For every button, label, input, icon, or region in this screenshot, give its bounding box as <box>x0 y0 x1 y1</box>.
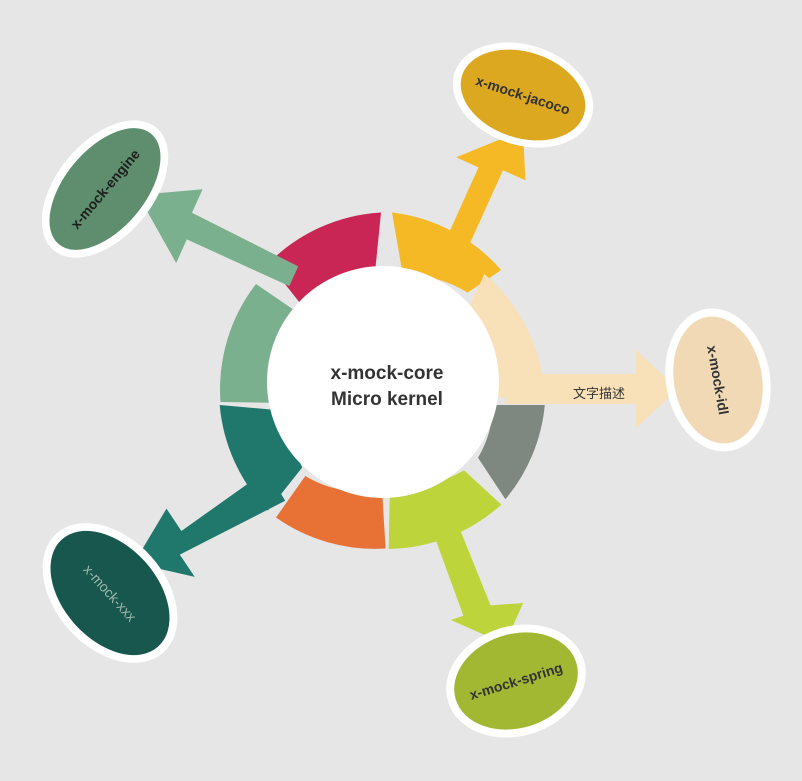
module-xxx-body <box>50 530 170 656</box>
module-idl-body <box>673 316 763 444</box>
core-circle <box>267 266 499 498</box>
arrow-to-idl <box>505 350 678 428</box>
arrow-to-xxx <box>134 470 286 577</box>
module-idl[interactable]: x-mock-idl <box>654 300 781 460</box>
arrow-to-jacoco <box>430 130 526 277</box>
arrow-to-engine <box>138 189 299 287</box>
ring-segment-crimson <box>268 212 381 309</box>
arrows <box>134 130 678 644</box>
module-spring[interactable]: x-mock-spring <box>432 608 600 755</box>
module-jacoco-body <box>460 49 586 141</box>
ring-segment-gray <box>478 405 545 500</box>
core-title-line1: x-mock-core <box>331 363 444 384</box>
core-title-line2: Micro kernel <box>331 389 443 410</box>
module-engine[interactable]: x-mock-engine <box>17 97 193 281</box>
module-xxx[interactable]: x-mock-xxx <box>16 497 205 690</box>
idl-arrow-caption: 文字描述 <box>573 387 625 402</box>
module-spring-body <box>454 632 578 730</box>
arrow-to-spring <box>430 515 524 644</box>
module-engine-body <box>49 128 161 250</box>
module-jacoco[interactable]: x-mock-jacoco <box>439 25 607 165</box>
